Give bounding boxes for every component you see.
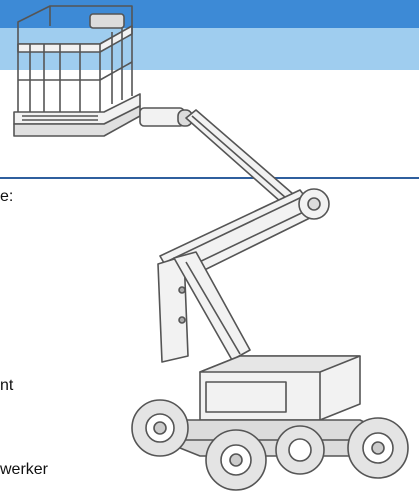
turntable xyxy=(199,355,361,421)
text-fragment-2: nt xyxy=(0,377,14,394)
header-band-dark xyxy=(0,0,419,28)
text-fragment-1: e: xyxy=(0,188,14,205)
wheels xyxy=(131,399,409,491)
lower-boom xyxy=(157,251,251,363)
platform-basket xyxy=(13,5,193,137)
text-fragment-3: werker xyxy=(0,461,49,478)
jib-arm xyxy=(185,109,301,211)
divider-rule xyxy=(0,177,419,179)
